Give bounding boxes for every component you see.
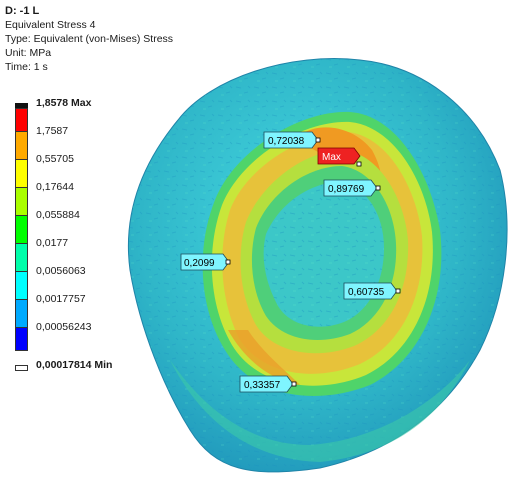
legend-swatch-2 (15, 159, 28, 188)
legend-swatch-3 (15, 187, 28, 216)
legend-swatch-7 (15, 299, 28, 328)
legend-swatch-1 (15, 131, 28, 160)
probe-0-2099[interactable]: 0,2099 (180, 253, 231, 271)
probe-label: 0,2099 (184, 258, 215, 269)
probe-0-89769[interactable]: 0,89769 (323, 179, 381, 197)
probe-label: 0,72038 (268, 136, 305, 147)
legend-swatch-4 (15, 215, 28, 244)
legend-level-label: 0,055884 (36, 209, 80, 221)
legend-level-label: 0,0017757 (36, 293, 86, 305)
legend-level-label: 0,0177 (36, 237, 69, 249)
legend-swatch-8 (15, 327, 28, 351)
legend-swatch-0 (15, 108, 28, 132)
result-info: D: -1 L Equivalent Stress 4 Type: Equiva… (5, 4, 173, 74)
legend-level-label: 0,17644 (36, 181, 74, 193)
probe-0-60735[interactable]: 0,60735 (343, 282, 401, 300)
probe-0-72038[interactable]: 0,72038 (263, 131, 321, 149)
result-name: Equivalent Stress 4 (5, 19, 96, 31)
probe-max[interactable]: Max (317, 147, 362, 167)
legend-level-label: 0,55705 (36, 153, 74, 165)
legend-level-label: 0,0056063 (36, 265, 86, 277)
legend-swatch-6 (15, 271, 28, 300)
probe-0-33357[interactable]: 0,33357 (239, 375, 297, 393)
legend-level-label: 1,7587 (36, 125, 69, 137)
legend-swatch-5 (15, 243, 28, 272)
legend-level-label: 0,00056243 (36, 321, 92, 333)
probe-label: 0,60735 (348, 287, 385, 298)
probe-label: 0,89769 (328, 184, 365, 195)
legend-min-label: 0,00017814 Min (36, 359, 113, 371)
result-type: Type: Equivalent (von-Mises) Stress (5, 33, 174, 45)
result-title: D: -1 L (5, 5, 40, 17)
probe-label: Max (322, 152, 341, 163)
probe-label: 0,33357 (244, 380, 281, 391)
legend-max-label: 1,8578 Max (36, 97, 92, 109)
result-unit: Unit: MPa (5, 47, 52, 59)
result-time: Time: 1 s (5, 61, 48, 73)
